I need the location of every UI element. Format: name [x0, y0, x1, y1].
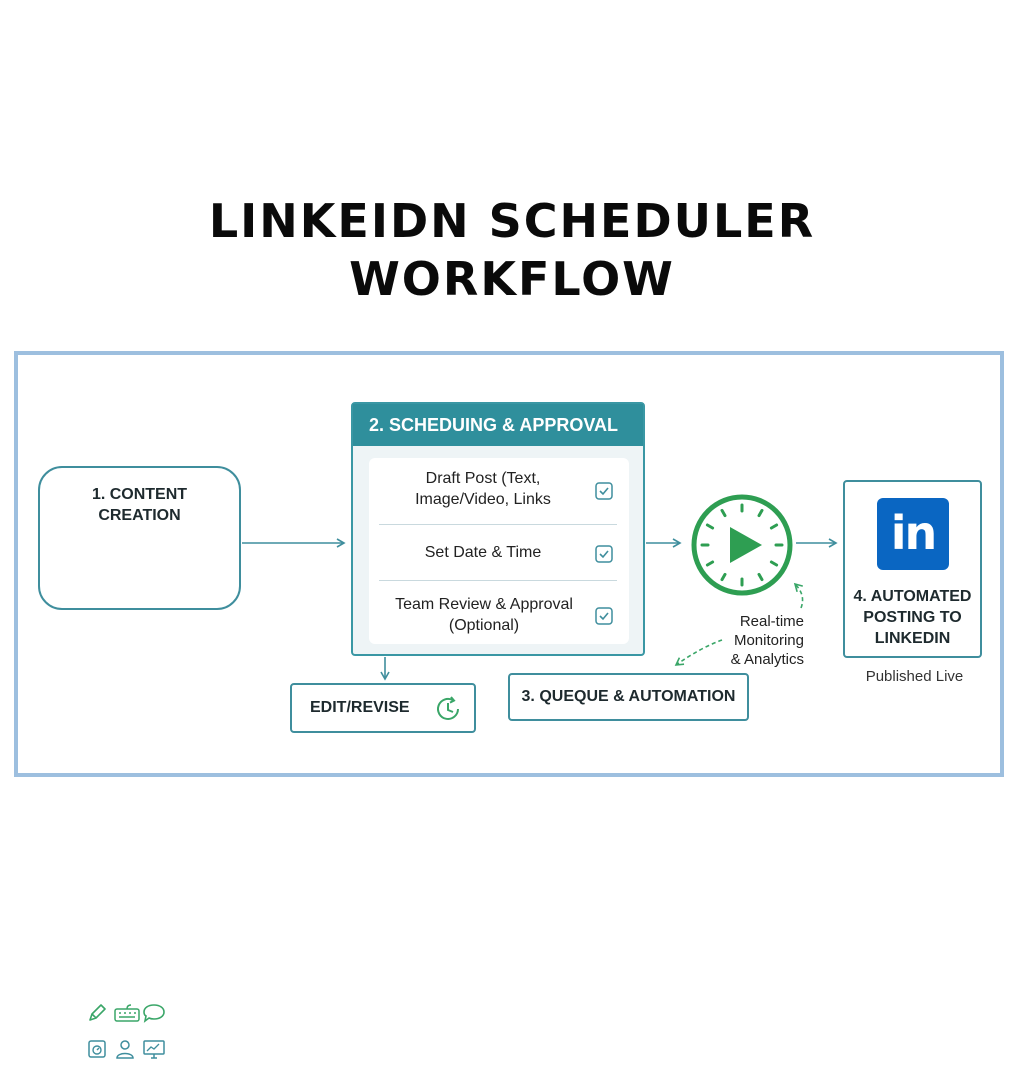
chat-bubble-icon [142, 1002, 165, 1024]
content-creation-label: 1. CONTENT CREATION [40, 484, 239, 526]
automated-posting-card[interactable]: in 4. AUTOMATED POSTING TO LINKEDIN [843, 480, 982, 658]
content-creation-line-2: CREATION [98, 507, 181, 524]
step-set-date-time-text: Set Date & Time [424, 544, 542, 561]
step-team-review-line-2: (Optional) [448, 617, 520, 634]
automated-posting-label: 4. AUTOMATED POSTING TO LINKEDIN [845, 586, 980, 649]
check-icon[interactable] [595, 482, 613, 500]
connector-arrows [242, 538, 838, 681]
linkedin-logo-text: in [890, 506, 938, 560]
check-icon[interactable] [595, 607, 613, 625]
posting-line-1: 4. AUTOMATED [853, 588, 972, 605]
title-line-1: LINKEIDN SCHEDULER [208, 194, 816, 248]
workflow-frame [14, 351, 1004, 777]
content-creation-card[interactable]: 1. CONTENT CREATION [38, 466, 241, 1059]
edit-revise-label: EDIT/REVISE [310, 699, 410, 716]
step-draft-post-line-1: Draft Post (Text, [425, 470, 541, 487]
scheduling-header: 2. SCHEDUING & APPROVAL [353, 404, 643, 446]
pen-icon [86, 1002, 108, 1024]
step-team-review-text: Team Review & Approval (Optional) [377, 594, 591, 636]
step-draft-post-text: Draft Post (Text, Image/Video, Links [383, 468, 583, 510]
blank-cell [170, 1002, 192, 1024]
step-divider [379, 524, 617, 525]
arrow-monitoring-to-clock [793, 582, 804, 609]
monitoring-line-1: Real-time [739, 613, 804, 630]
user-icon [114, 1038, 136, 1060]
scheduling-steps: Draft Post (Text, Image/Video, Links Set… [369, 458, 629, 644]
step-draft-post-line-2: Image/Video, Links [415, 491, 551, 508]
play-clock-icon[interactable] [690, 493, 794, 597]
step-team-review[interactable]: Team Review & Approval (Optional) [369, 594, 629, 638]
content-creation-line-1: 1. CONTENT [91, 486, 188, 503]
page-title: LINKEIDN SCHEDULER WORKFLOW [0, 192, 1024, 308]
title-line-2: WORKFLOW [349, 252, 675, 306]
posting-line-2: POSTING TO [863, 609, 962, 626]
step-divider [379, 580, 617, 581]
keyboard-icon [114, 1002, 140, 1024]
step-draft-post[interactable]: Draft Post (Text, Image/Video, Links [369, 468, 629, 514]
content-icons [86, 1002, 198, 1060]
edit-revise-button[interactable]: EDIT/REVISE [290, 683, 476, 733]
monitoring-line-3: & Analytics [730, 651, 804, 668]
monitoring-analytics-label: Real-time Monitoring & Analytics [712, 612, 804, 669]
queue-automation-label: 3. QUEQUE & AUTOMATION [521, 688, 736, 705]
step-team-review-line-1: Team Review & Approval [395, 596, 573, 613]
queue-automation-box[interactable]: 3. QUEQUE & AUTOMATION [508, 673, 749, 721]
posting-line-3: LINKEDIN [874, 630, 951, 647]
arrow-monitoring-to-queue [674, 639, 723, 666]
refresh-clock-icon [437, 696, 459, 720]
linkedin-logo: in [877, 498, 949, 570]
step-set-date-time[interactable]: Set Date & Time [369, 542, 629, 566]
check-icon[interactable] [595, 545, 613, 563]
scheduling-approval-panel: 2. SCHEDUING & APPROVAL Draft Post (Text… [351, 402, 645, 656]
published-live-label: Published Live [865, 668, 964, 685]
photo-icon [86, 1038, 108, 1060]
monitoring-line-2: Monitoring [733, 632, 804, 649]
monitor-chart-icon [142, 1038, 165, 1060]
